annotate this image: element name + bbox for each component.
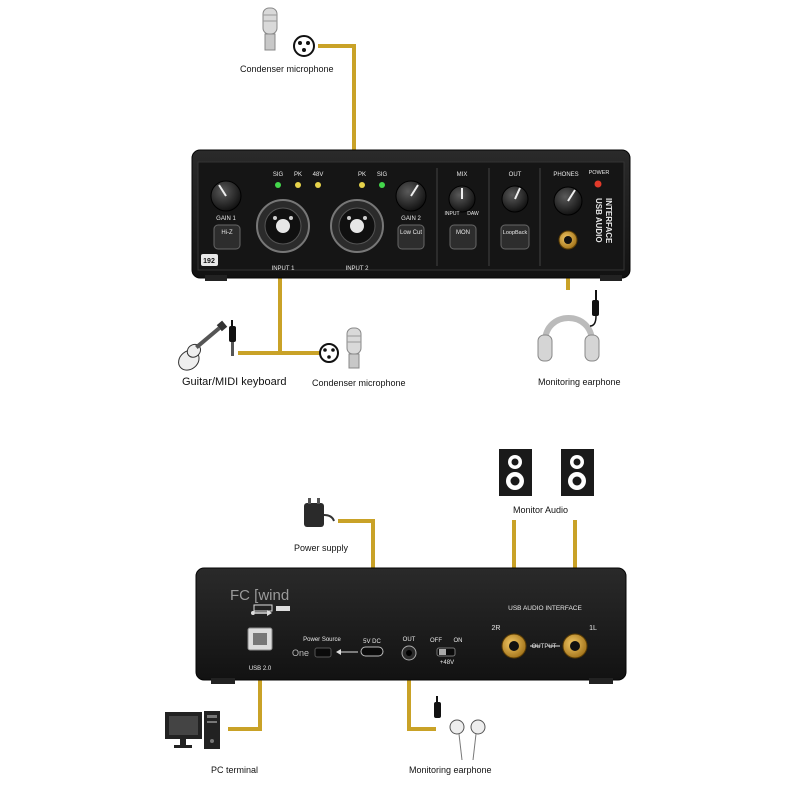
output-label: OUTPUT: [532, 644, 557, 650]
side-text-2: INTERFACE: [604, 198, 613, 244]
input-2-label: INPUT 2: [346, 266, 370, 272]
power-source-one: One: [292, 648, 309, 658]
phones-jack[interactable]: [558, 230, 578, 250]
phantom-label-back: +48V: [440, 660, 454, 666]
label-monitoring-earphone-bottom: Monitoring earphone: [409, 765, 492, 775]
phones-knob[interactable]: [553, 186, 583, 216]
mix-input-label: INPUT: [445, 211, 460, 217]
power-label: POWER: [589, 170, 610, 176]
guitar-icon: [178, 320, 228, 371]
loopback-label: LoopBack: [503, 230, 528, 236]
usb-label: USB 2.0: [249, 666, 272, 672]
speaker-icon: [561, 449, 594, 496]
side-text-1: USB AUDIO: [594, 198, 603, 243]
dc-port[interactable]: [360, 646, 384, 657]
jack-plug-icon: [229, 320, 236, 356]
hiz-button[interactable]: [213, 224, 241, 250]
gain-2-knob[interactable]: [395, 180, 427, 212]
phones-label: PHONES: [553, 172, 578, 178]
earbuds-icon: [449, 719, 486, 761]
sig-2-label: SIG: [377, 172, 388, 178]
model-emblem-bar: [276, 606, 290, 611]
xlr-connector-icon: [319, 343, 339, 363]
sig-1-label: SIG: [273, 172, 284, 178]
label-guitar-midi: Guitar/MIDI keyboard: [182, 376, 287, 388]
model-emblem: [253, 604, 273, 612]
output-2r-jack[interactable]: [501, 633, 527, 659]
headphones-icon: [537, 315, 600, 362]
label-monitor-audio: Monitor Audio: [513, 505, 569, 515]
mix-daw-label: DAW: [467, 211, 479, 217]
usb-icon: [251, 610, 272, 616]
gain-1-label: GAIN 1: [216, 216, 236, 222]
label-condenser-mic-bottom: Condenser microphone: [312, 378, 406, 388]
label-power-supply: Power supply: [294, 543, 349, 553]
input-1-combo-jack[interactable]: [256, 199, 310, 253]
power-adapter-icon: [304, 498, 335, 527]
off-label: OFF: [430, 638, 442, 644]
out-knob[interactable]: [501, 185, 529, 213]
power-source-switch[interactable]: [314, 647, 332, 658]
brand-watermark: FC [wind: [230, 587, 289, 604]
output-2r-label: 2R: [492, 625, 501, 632]
gain-1-knob[interactable]: [210, 180, 242, 212]
mix-knob[interactable]: [448, 185, 476, 213]
low-cut-button[interactable]: [397, 224, 425, 250]
power-source-label: Power Source: [303, 637, 341, 643]
speaker-icon: [499, 449, 532, 496]
microphone-icon: [262, 7, 278, 51]
mix-label: MIX: [457, 172, 468, 178]
gain-2-label: GAIN 2: [401, 216, 421, 222]
front-panel-device: SIG PK 48V PK SIG GAIN 1 GAIN 2 Hi-Z INP…: [191, 149, 631, 281]
out-jack[interactable]: [401, 645, 417, 661]
out-label-back: OUT: [403, 637, 416, 643]
cable-earphone: [407, 660, 436, 731]
label-pc-terminal: PC terminal: [211, 765, 259, 775]
hiz-label: Hi-Z: [221, 230, 233, 236]
output-1l-jack[interactable]: [562, 633, 588, 659]
mon-label: MON: [456, 230, 470, 236]
label-monitoring-earphone-top: Monitoring earphone: [538, 377, 621, 387]
on-label: ON: [454, 638, 463, 644]
out-label: OUT: [509, 172, 522, 178]
input-2-combo-jack[interactable]: [330, 199, 384, 253]
back-panel-device: FC [wind USB 2.0 Power Source One 5V DC …: [195, 567, 627, 684]
phantom-1-label: 48V: [313, 172, 324, 178]
input-1-label: INPUT 1: [272, 266, 296, 272]
pk-1-label: PK: [294, 172, 302, 178]
jack-plug-icon: [434, 696, 441, 718]
xlr-connector-icon: [293, 35, 315, 57]
low-cut-label: Low Cut: [400, 230, 422, 236]
mon-button[interactable]: [449, 224, 477, 250]
pk-2-label: PK: [358, 172, 366, 178]
jack-plug-icon: [589, 290, 599, 327]
dc-label: 5V DC: [363, 639, 381, 645]
loopback-button[interactable]: [500, 224, 530, 250]
usb-b-port[interactable]: [247, 627, 273, 651]
badge-192: [201, 254, 218, 266]
interface-title: USB AUDIO INTERFACE: [508, 605, 582, 612]
computer-icon: [165, 711, 220, 749]
microphone-icon: [346, 327, 362, 369]
label-condenser-mic-top: Condenser microphone: [240, 64, 334, 74]
output-1l-label: 1L: [589, 625, 597, 632]
badge-192-text: 192: [203, 258, 215, 265]
